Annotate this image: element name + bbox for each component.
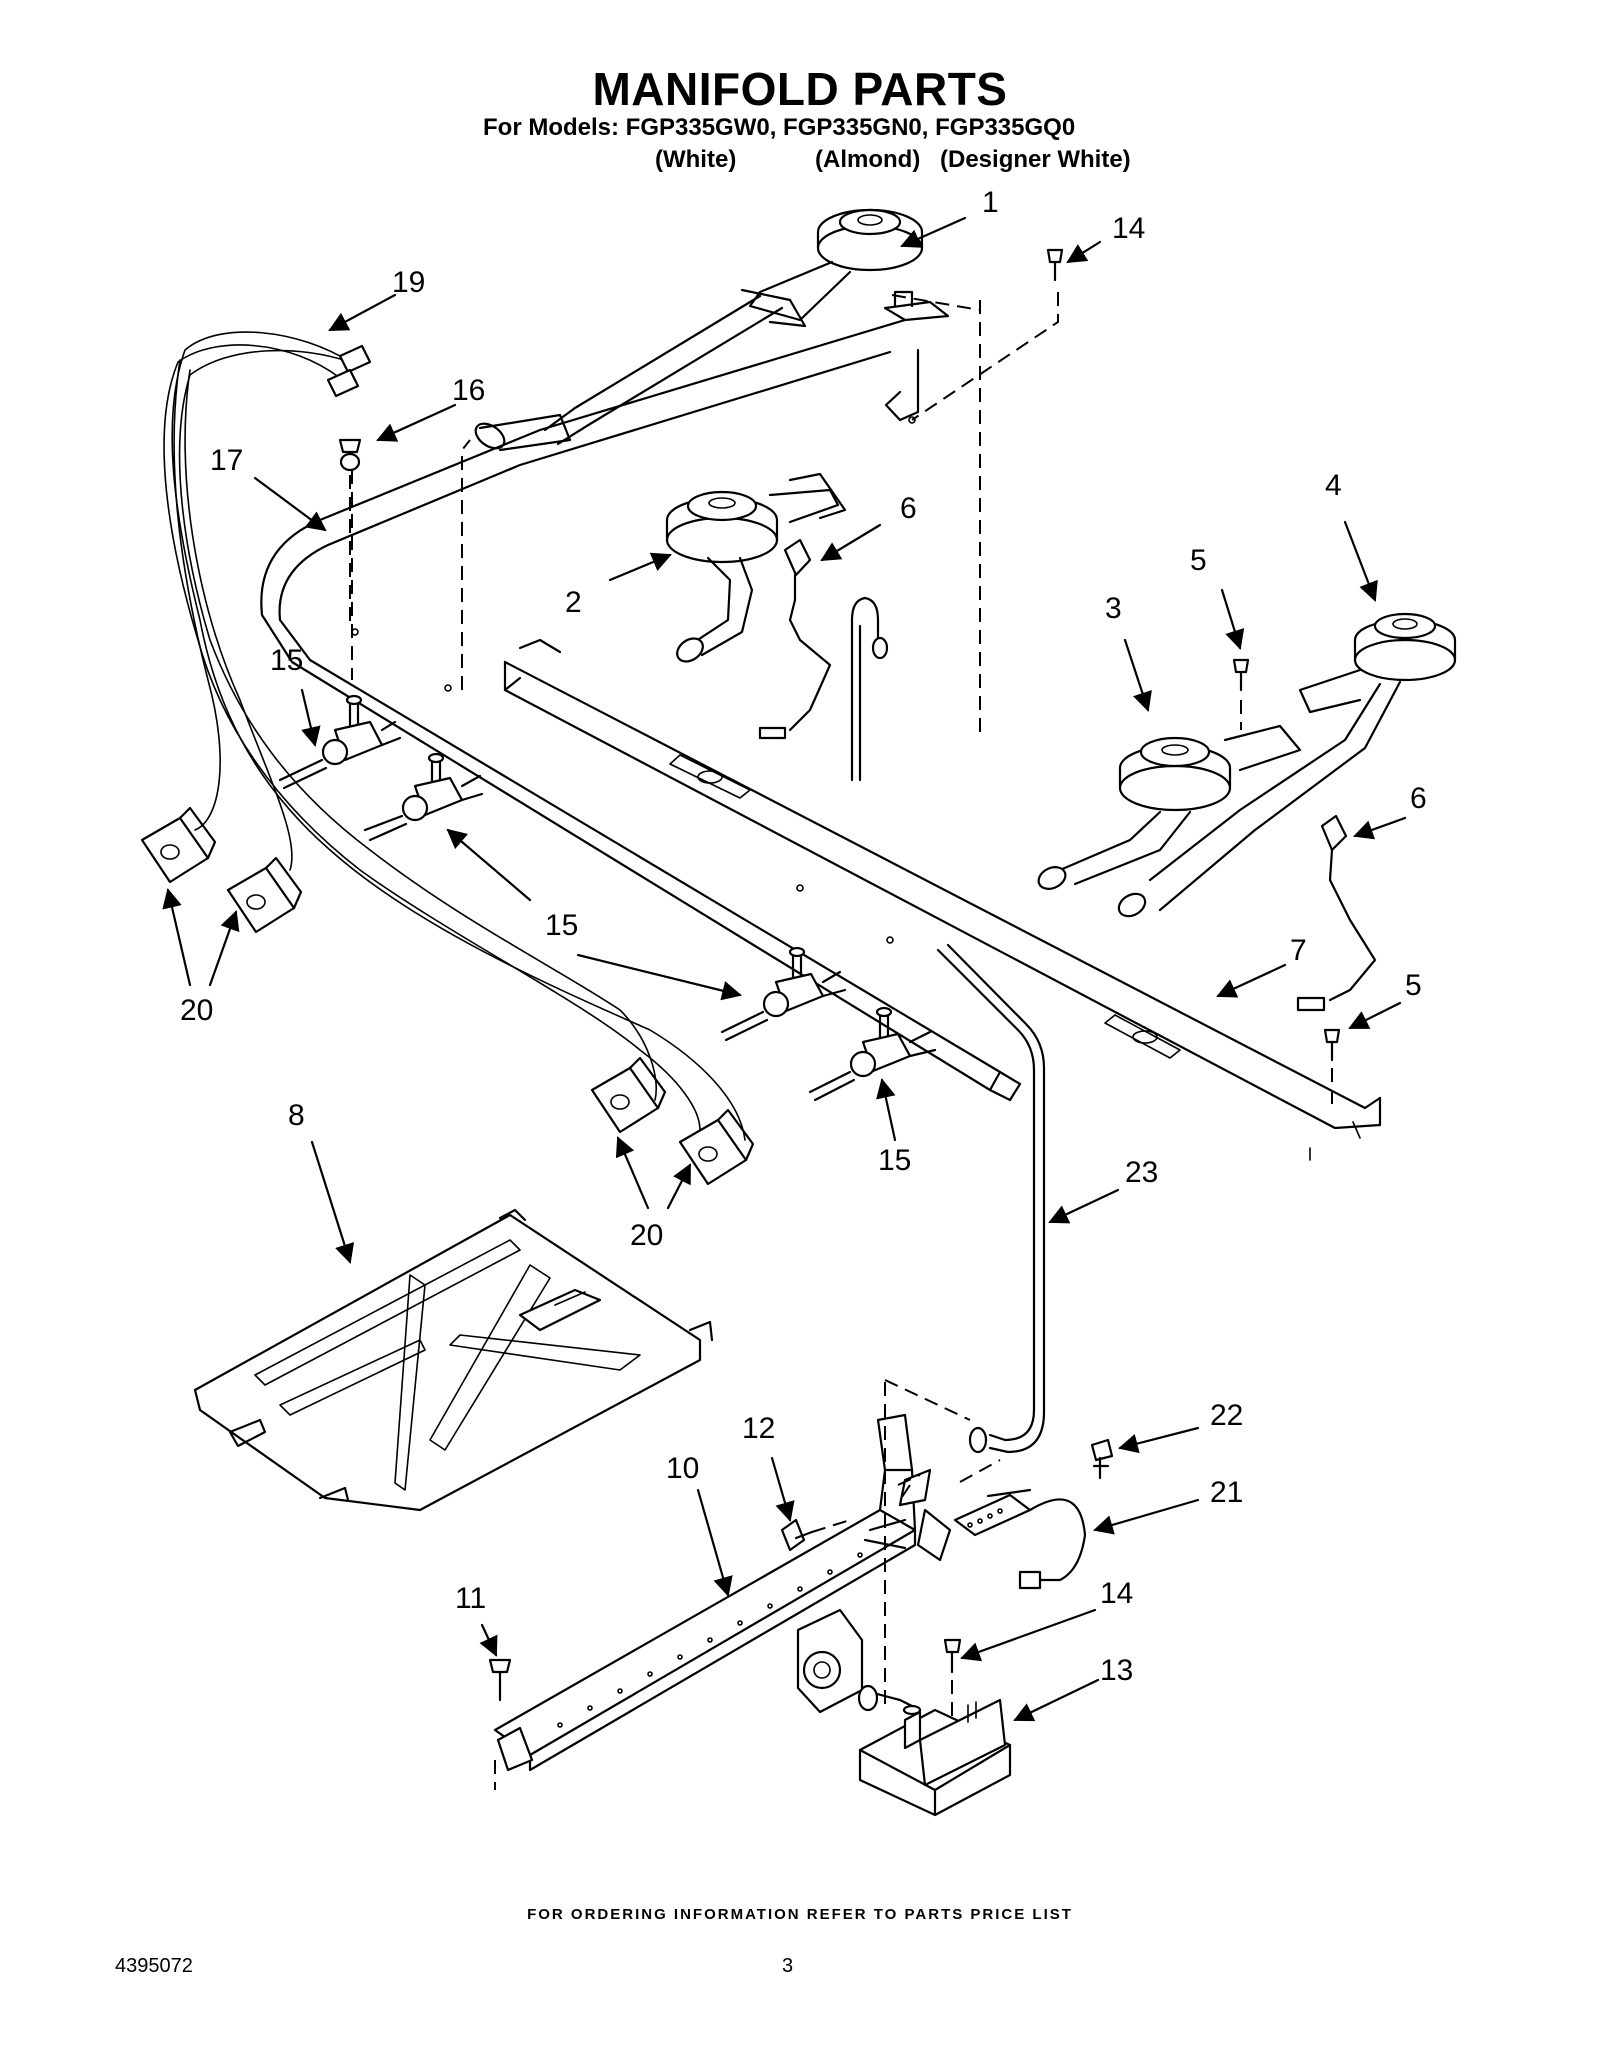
callout-1: 1 [982, 186, 999, 219]
callout-5-lower: 5 [1405, 969, 1422, 1002]
callout-15-b: 15 [545, 909, 578, 942]
callout-14-top: 14 [1112, 212, 1145, 245]
screw-11 [488, 1658, 512, 1702]
callout-12: 12 [742, 1412, 775, 1445]
callout-leaders [162, 216, 1407, 1722]
callout-15-a: 15 [270, 644, 303, 677]
callout-17: 17 [210, 444, 243, 477]
screw-14-top [911, 248, 1064, 421]
callout-15-c: 15 [878, 1144, 911, 1177]
valve-15-b [363, 752, 484, 842]
switch-20-c [590, 1056, 667, 1134]
wire-harness-19 [163, 331, 746, 1141]
igniter-6-upper [758, 538, 832, 740]
oven-burner-10 [493, 1413, 952, 1790]
callout-21: 21 [1210, 1476, 1243, 1509]
callout-7: 7 [1290, 934, 1307, 967]
valve-15-d [808, 1006, 937, 1102]
burner-4 [1117, 612, 1457, 918]
igniter-6-lower [1296, 814, 1377, 1012]
document-number: 4395072 [115, 1955, 193, 1977]
burner-port-holes [557, 1552, 863, 1728]
switch-20-b [226, 856, 303, 934]
callout-14-bottom: 14 [1100, 1577, 1133, 1610]
screw-22 [1090, 1438, 1114, 1480]
callout-22: 22 [1210, 1399, 1243, 1432]
callout-13: 13 [1100, 1654, 1133, 1687]
valve-15-c [720, 946, 847, 1042]
page-title: MANIFOLD PARTS [592, 63, 1008, 115]
color-designer-label: (Designer White) [940, 146, 1131, 173]
callout-5-upper: 5 [1190, 544, 1207, 577]
callout-10: 10 [666, 1452, 699, 1485]
rear-burner-1 [474, 208, 924, 452]
model-list: For Models: FGP335GW0, FGP335GN0, FGP335… [483, 114, 1076, 141]
tube-23 [884, 943, 1046, 1454]
screw-16 [338, 438, 362, 625]
ordering-note: FOR ORDERING INFORMATION REFER TO PARTS … [527, 1906, 1073, 1923]
page-number: 3 [782, 1955, 794, 1977]
callout-3: 3 [1105, 592, 1122, 625]
callout-19: 19 [392, 266, 425, 299]
burner-3 [1037, 724, 1302, 890]
callout-20-center: 20 [630, 1219, 663, 1252]
color-white-label: (White) [655, 146, 737, 173]
switch-20-d [678, 1108, 755, 1186]
center-gas-tube [850, 596, 889, 782]
burner-shield-8 [193, 1208, 714, 1512]
manifold-tube-17 [260, 290, 1022, 1102]
oven-safety-valve-13 [796, 1608, 1012, 1817]
callout-6-lower: 6 [1410, 782, 1427, 815]
callout-11: 11 [455, 1582, 486, 1615]
callout-23: 23 [1125, 1156, 1158, 1189]
assembly-guide-lines [884, 1382, 1001, 1710]
valve-15-a [278, 694, 402, 790]
screw-5-lower [1323, 1028, 1341, 1110]
burner-2 [665, 472, 847, 663]
switch-20-a [140, 806, 217, 884]
callout-20-left: 20 [180, 994, 213, 1027]
callout-2: 2 [565, 586, 582, 619]
callout-8: 8 [288, 1099, 305, 1132]
screw-5-upper [1232, 658, 1250, 730]
callout-4: 4 [1325, 469, 1342, 502]
callout-numbers: 1 14 19 16 17 2 6 3 5 4 6 7 5 15 15 15 2… [180, 186, 1427, 1687]
callout-6-upper: 6 [900, 492, 917, 525]
color-almond-label: (Almond) [815, 146, 921, 173]
oven-igniter-21 [953, 1488, 1087, 1590]
screw-12 [780, 1518, 851, 1552]
callout-16: 16 [452, 374, 485, 407]
